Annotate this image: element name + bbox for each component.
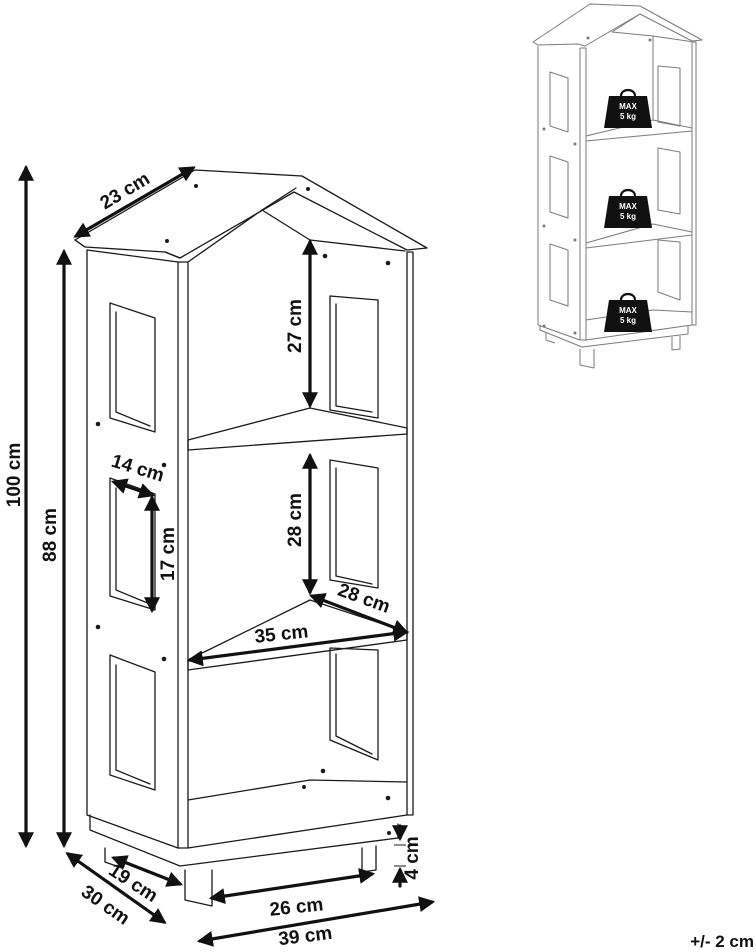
label-top-compartment: 27 cm xyxy=(285,299,306,353)
weight-icon xyxy=(619,88,637,97)
weight-icon xyxy=(619,292,637,301)
weight-icon-body xyxy=(604,96,652,128)
side-panel-edge xyxy=(177,261,189,849)
dim-roof-depth-line xyxy=(73,166,196,238)
weight-badge-line2: 5 kg xyxy=(620,212,636,221)
screw xyxy=(302,785,306,789)
weight-icon-body xyxy=(604,196,652,228)
weight-badge-line1: MAX xyxy=(619,102,637,111)
weight-icon xyxy=(619,188,637,197)
weight-badge-line1: MAX xyxy=(619,306,637,315)
dim-inner-width-line xyxy=(186,625,410,667)
back-window-middle xyxy=(329,459,379,589)
thumb-screw xyxy=(586,36,590,40)
weight-badge-line1: MAX xyxy=(619,202,637,211)
top-shelf xyxy=(187,407,408,451)
back-window-bottom xyxy=(329,647,379,761)
load-capacity-thumbnail: MAX 5 kg MAX 5 kg MAX 5 kg xyxy=(532,3,703,369)
thumb-screw xyxy=(542,324,546,328)
label-leg-height: 4 cm xyxy=(402,836,423,879)
weight-badge-line2: 5 kg xyxy=(620,112,636,121)
back-window-top xyxy=(329,295,379,419)
dim-leg-span-line xyxy=(208,867,376,905)
weight-badge-line2: 5 kg xyxy=(620,316,636,325)
label-window-height: 17 cm xyxy=(158,527,179,581)
thumb-roof-back xyxy=(611,13,695,43)
thumb-screw xyxy=(542,224,546,228)
screw xyxy=(95,421,101,427)
screw xyxy=(322,253,328,259)
thumb-side xyxy=(537,46,581,341)
label-total-height: 100 cm xyxy=(4,443,25,507)
screw xyxy=(161,462,167,468)
screw xyxy=(194,184,198,188)
screw xyxy=(161,656,167,662)
thumb-side-windows xyxy=(549,71,569,307)
screw xyxy=(306,187,310,191)
thumb-screw xyxy=(573,238,577,242)
thumb-screw xyxy=(648,38,652,42)
label-middle-compartment: 28 cm xyxy=(285,493,306,547)
label-body-height: 88 cm xyxy=(40,508,61,562)
roof-back-gable xyxy=(261,209,406,252)
bookcase-main-drawing xyxy=(74,169,428,907)
side-window-top xyxy=(109,302,156,433)
tolerance-note: +/- 2 cm xyxy=(690,932,754,951)
label-inner-width: 35 cm xyxy=(254,621,310,648)
weight-icon-body xyxy=(604,300,652,332)
screw xyxy=(385,795,391,801)
screw xyxy=(165,239,169,243)
dim-outer-depth-line xyxy=(65,852,167,924)
dimension-lines xyxy=(18,164,436,947)
screw xyxy=(320,768,326,774)
weight-badge-middle: MAX 5 kg xyxy=(604,188,652,228)
thumb-back xyxy=(585,36,693,321)
thumb-roof xyxy=(532,3,703,47)
thumb-back-windows xyxy=(657,65,681,301)
screw xyxy=(387,831,391,835)
screw xyxy=(95,624,101,630)
right-panel xyxy=(406,251,414,816)
label-leg-span: 26 cm xyxy=(269,894,325,921)
side-window-middle xyxy=(109,477,156,611)
dim-outer-width-line xyxy=(196,896,436,947)
weight-badge-bottom: MAX 5 kg xyxy=(604,292,652,332)
screw xyxy=(385,260,391,266)
thumb-screw xyxy=(573,142,577,146)
weight-badge-top: MAX 5 kg xyxy=(604,88,652,128)
thumb-legs xyxy=(545,332,681,369)
bottom-panel xyxy=(89,814,408,867)
roof-panel xyxy=(74,169,428,259)
dim-window-width-line xyxy=(110,478,156,499)
thumb-screw xyxy=(573,331,577,335)
side-window-bottom xyxy=(109,654,156,791)
thumb-bottom xyxy=(539,324,693,348)
leg-right xyxy=(361,845,377,873)
thumb-screw xyxy=(542,127,546,131)
thumb-right xyxy=(691,41,697,326)
thumb-side-edge xyxy=(580,47,587,341)
leg-front xyxy=(184,869,213,907)
